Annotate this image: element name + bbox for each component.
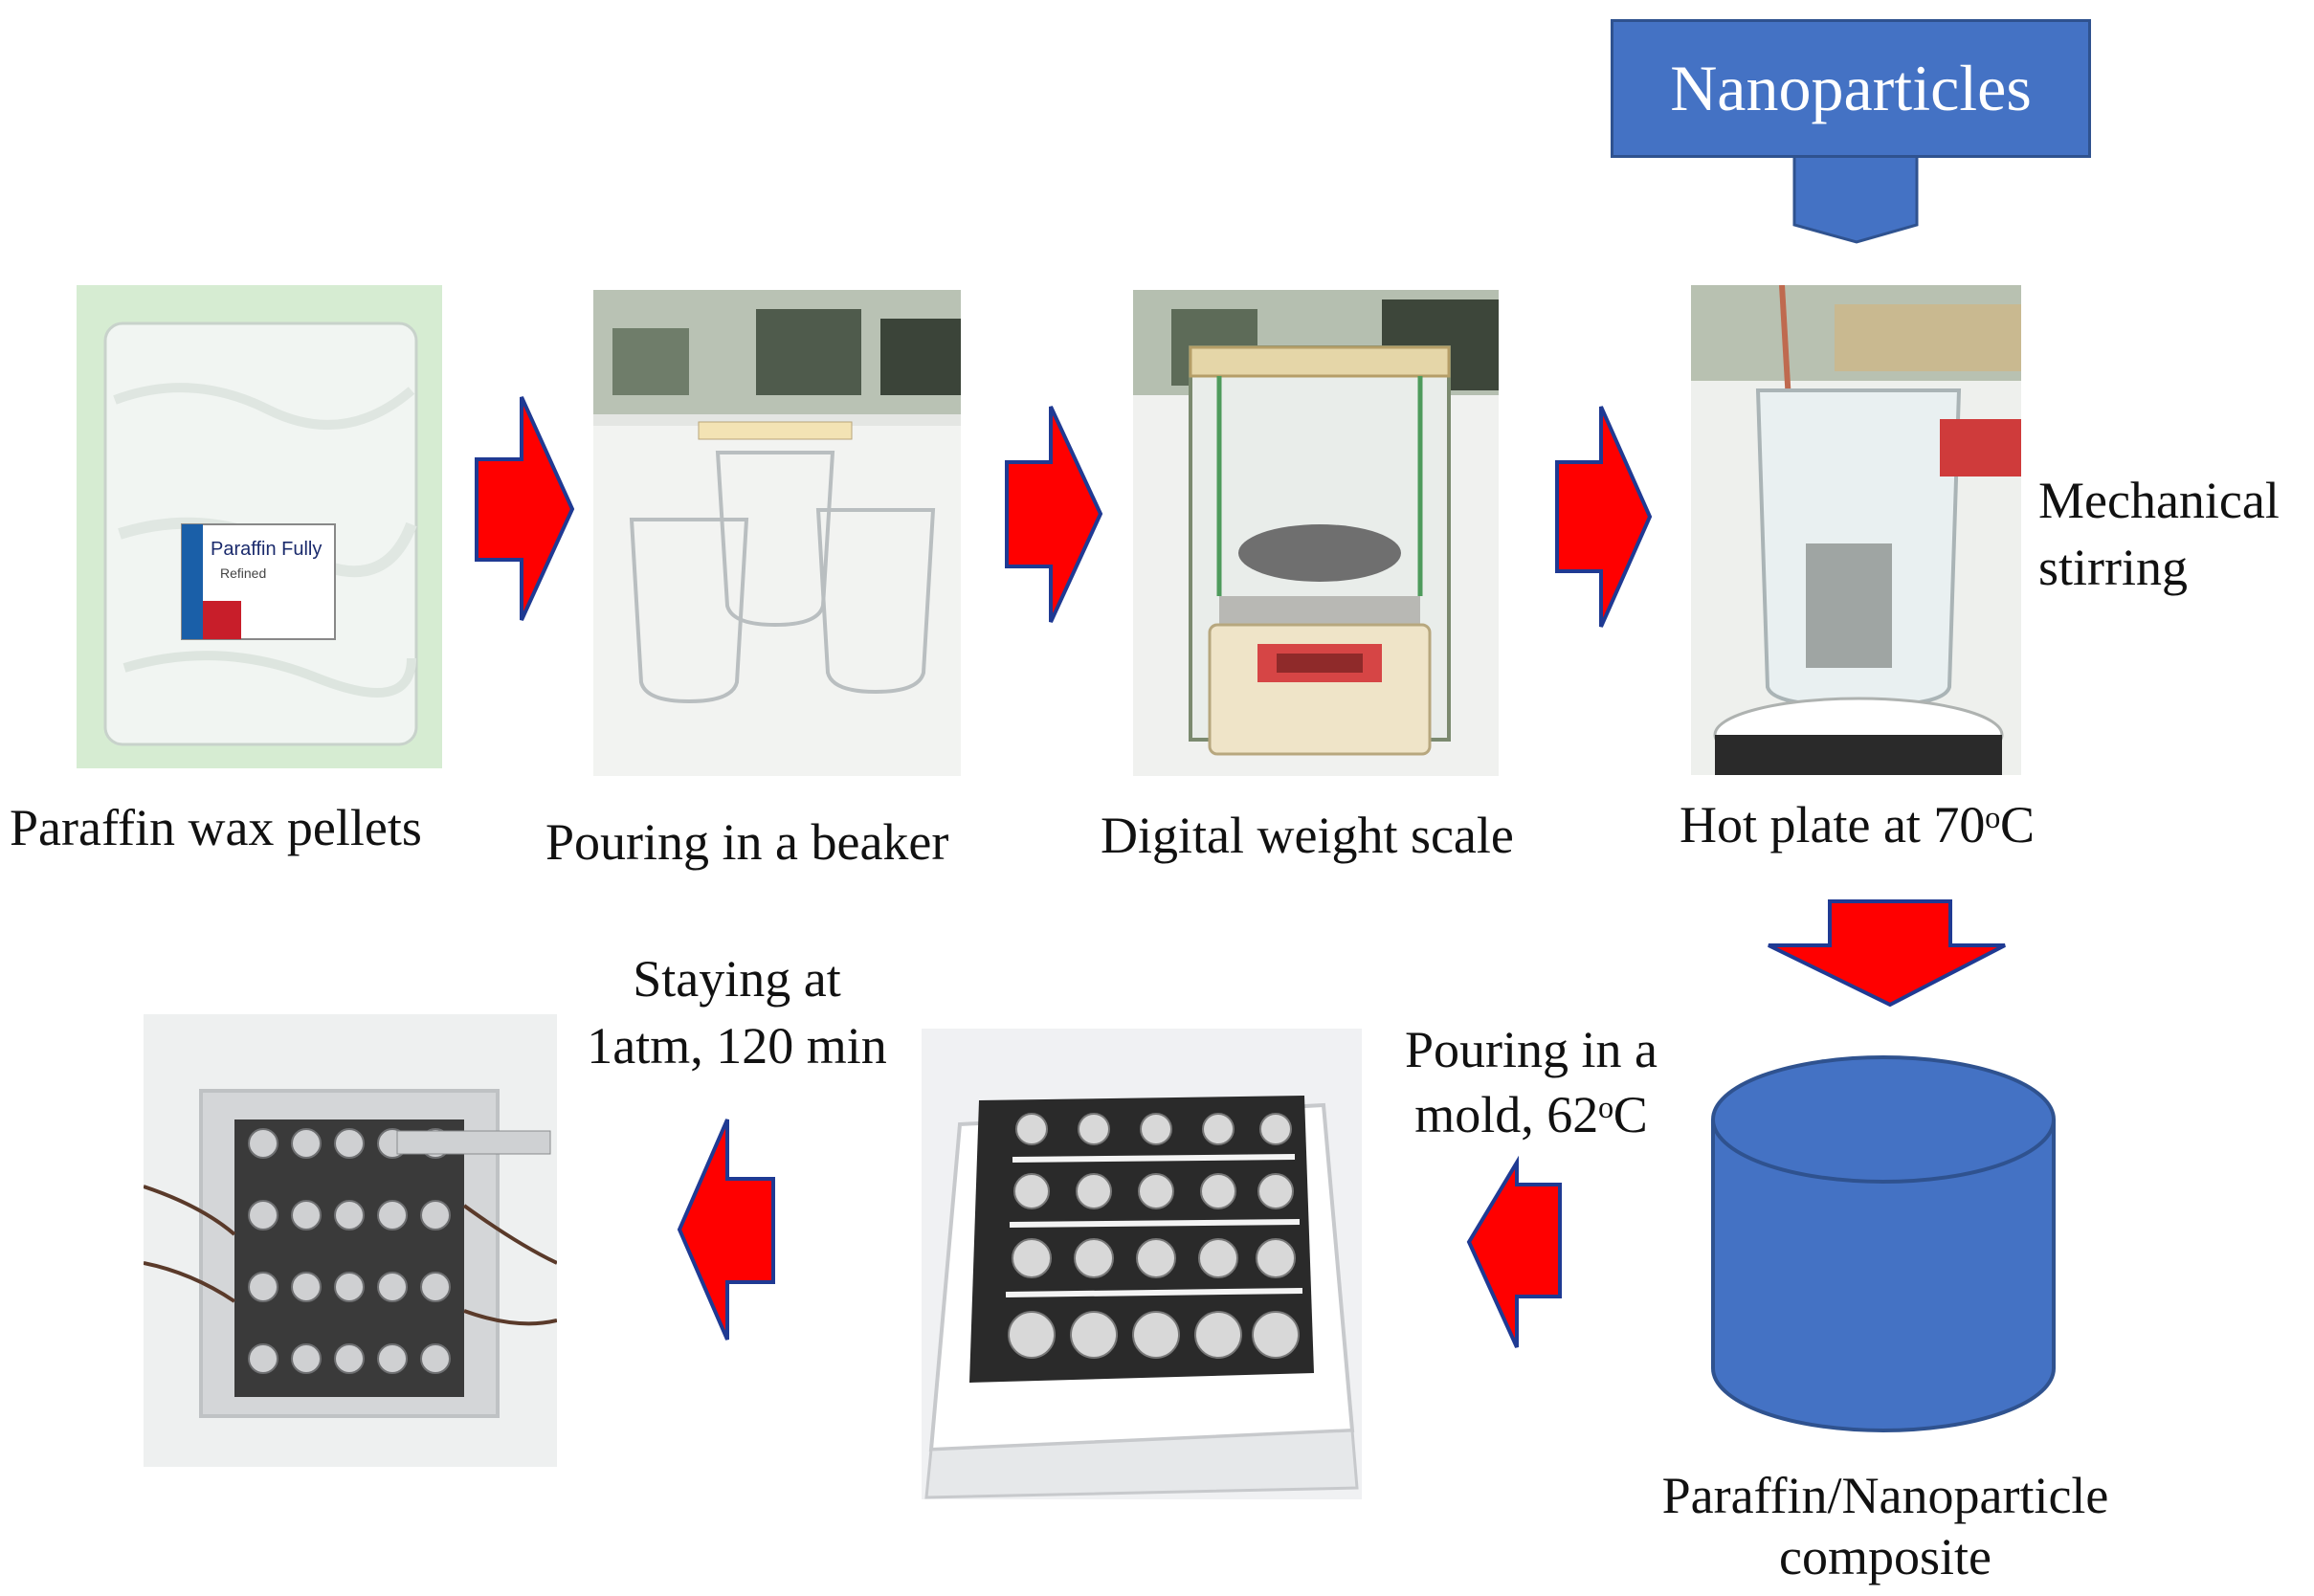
paraffin-pellets-photo: Paraffin Fully Refined xyxy=(77,285,442,768)
nanoparticles-box: Nanoparticles xyxy=(1611,19,2091,158)
package-label-line-2: Refined xyxy=(220,565,266,581)
label-hot-plate: Hot plate at 70ᵒC xyxy=(1680,796,2035,853)
nanoparticles-label: Nanoparticles xyxy=(1670,52,2032,124)
label-pouring-mold-line-2: mold, 62ᵒC xyxy=(1414,1086,1648,1143)
composite-cylinder xyxy=(1711,1055,2056,1432)
label-staying-line-2: 1atm, 120 min xyxy=(587,1017,887,1075)
label-weight-scale: Digital weight scale xyxy=(1101,807,1514,864)
arrow-right-2 xyxy=(1005,406,1103,623)
weight-scale-photo xyxy=(1133,290,1499,776)
label-composite-line-1: Paraffin/Nanoparticle xyxy=(1661,1467,2109,1524)
label-pouring-mold-line-1: Pouring in a xyxy=(1405,1021,1658,1078)
arrow-left-1 xyxy=(1466,1155,1562,1348)
arrow-right-1 xyxy=(475,396,575,621)
label-paraffin-pellets: Paraffin wax pellets xyxy=(10,799,422,856)
arrow-right-3 xyxy=(1555,406,1653,628)
hot-plate-photo xyxy=(1691,285,2021,775)
beakers-photo xyxy=(593,290,961,776)
battery-mold-photo xyxy=(922,1029,1362,1499)
arrow-down xyxy=(1768,899,2006,1008)
package-label-line-1: Paraffin Fully xyxy=(211,539,322,560)
finished-pack-photo xyxy=(144,1014,557,1467)
label-staying-line-1: Staying at xyxy=(633,950,841,1008)
label-composite-line-2: composite xyxy=(1779,1528,1991,1585)
label-mechanical-stirring-line-1: Mechanical xyxy=(2038,472,2280,529)
arrow-left-2 xyxy=(677,1119,775,1341)
label-mechanical-stirring-line-2: stirring xyxy=(2038,539,2188,596)
label-pouring-beaker: Pouring in a beaker xyxy=(545,813,949,871)
nanoparticles-pointer xyxy=(1792,154,1919,244)
